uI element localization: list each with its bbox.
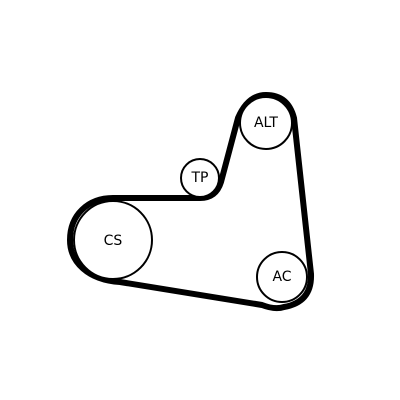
crankshaft-pulley-circle <box>73 200 153 280</box>
drive-belt <box>67 92 315 312</box>
tensioner-pulley: TP <box>180 158 220 198</box>
ac-compressor-pulley: AC <box>256 251 308 303</box>
crankshaft-pulley: CS <box>73 200 153 280</box>
tensioner-pulley-label: TP <box>191 170 209 186</box>
crankshaft-pulley-label: CS <box>104 233 123 249</box>
ac-compressor-pulley-circle <box>256 251 308 303</box>
alternator-pulley: ALT <box>239 96 293 150</box>
alternator-pulley-circle <box>239 96 293 150</box>
tensioner-pulley-circle <box>180 158 220 198</box>
ac-compressor-pulley-label: AC <box>272 269 291 285</box>
alternator-pulley-label: ALT <box>254 115 278 131</box>
